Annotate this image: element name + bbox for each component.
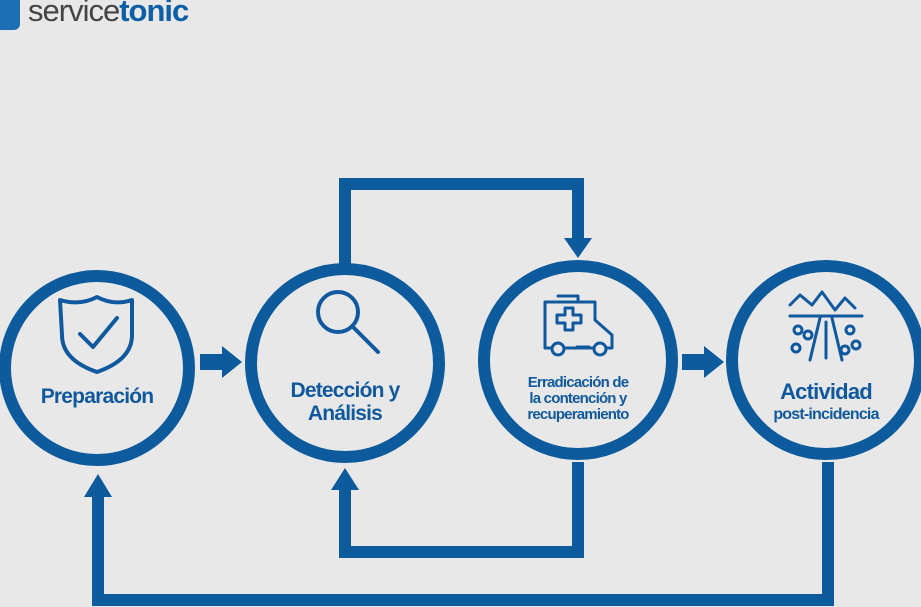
stage-circle-2	[245, 263, 445, 463]
stage-circle-3	[478, 260, 678, 460]
stage-label-deteccion: Detección y Análisis	[262, 379, 428, 425]
stage-label-erradicacion: Erradicación de la contención y recupera…	[503, 374, 653, 424]
loop-arrow-top	[339, 178, 584, 265]
stage-label-preparacion: Preparación	[40, 385, 154, 408]
arrow-right-1	[200, 346, 242, 378]
stage-circle-1	[0, 270, 195, 466]
arrowhead-up-return	[84, 474, 112, 497]
servicetonic-logo: servicetonic	[0, 0, 189, 30]
arrowhead-up-bottom	[331, 468, 359, 490]
shield-check-icon	[58, 295, 134, 374]
arrow-right-3	[682, 346, 724, 378]
loop-arrow-return	[92, 462, 834, 606]
arrowhead-down-top	[564, 238, 592, 258]
stage-label-line: la contención y	[529, 390, 627, 408]
landscape-road-icon	[788, 290, 864, 362]
stage-label-actividad: Actividad post-incidencia	[751, 380, 901, 423]
logo-flask-icon	[0, 0, 20, 30]
stage-label-title: Actividad	[780, 379, 873, 404]
logo-text: servicetonic	[28, 0, 189, 28]
loop-arrow-bottom	[339, 462, 584, 558]
stage-label-line: recuperamiento	[527, 406, 629, 424]
ambulance-icon	[543, 294, 614, 357]
stage-label-line: Detección y	[290, 379, 400, 402]
stage-circle-4	[726, 260, 921, 460]
stage-label-line: Erradicación de	[527, 374, 629, 391]
stage-label-line: Análisis	[307, 401, 383, 425]
stage-label-subtitle: post-incidencia	[773, 405, 879, 423]
magnifier-icon	[316, 290, 380, 354]
